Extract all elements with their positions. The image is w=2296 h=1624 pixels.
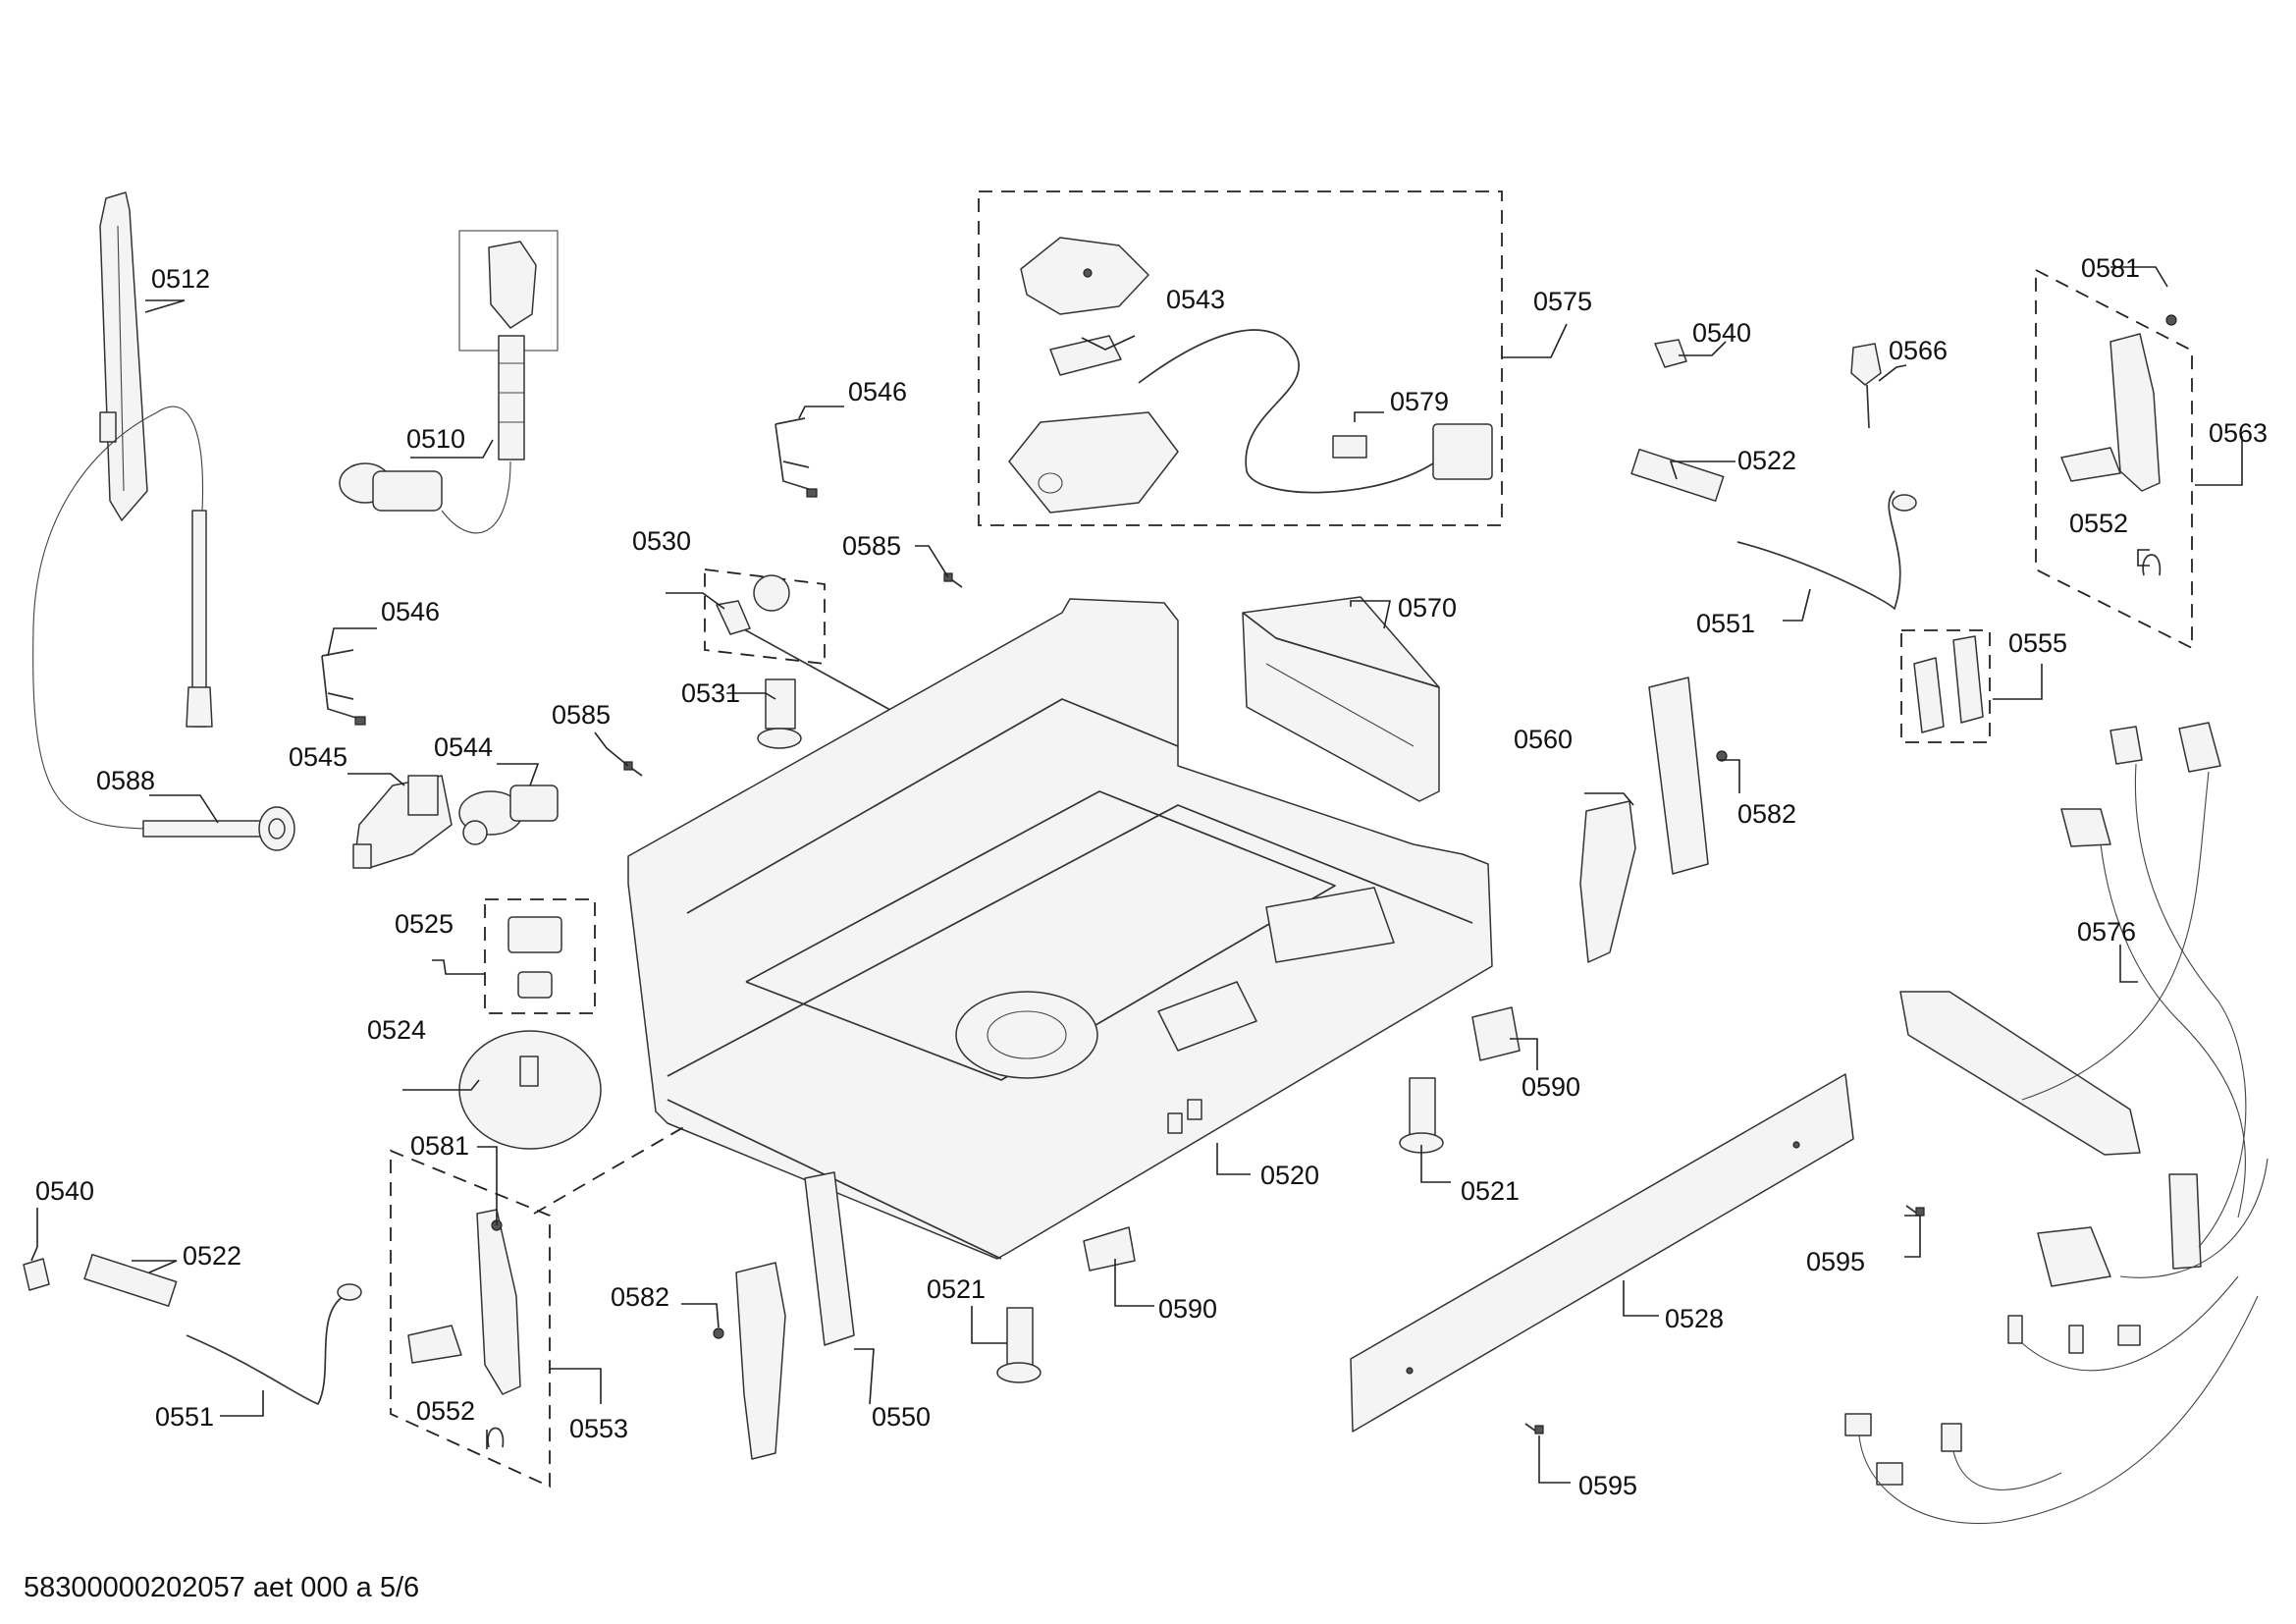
part-0560 [1579, 677, 1709, 963]
label-0510: 0510 [406, 424, 465, 454]
part-0552-right [2142, 554, 2162, 576]
part-0550 [735, 1171, 855, 1460]
part-0544 [458, 785, 559, 845]
label-0566: 0566 [1889, 336, 1948, 365]
label-0563: 0563 [2209, 418, 2268, 448]
group-box-0555 [1900, 629, 1991, 743]
label-0551-right: 0551 [1696, 609, 1755, 638]
part-0590-left [1083, 1226, 1136, 1272]
group-box-0525 [484, 898, 596, 1014]
drawing-reference-footer: 58300000202057 aet 000 a 5/6 [24, 1572, 419, 1603]
part-0563 [2060, 333, 2161, 492]
label-0543: 0543 [1166, 285, 1225, 314]
part-0540-right [1654, 339, 1687, 368]
part-0551-left [186, 1283, 362, 1405]
part-0546-clip-a [774, 417, 818, 498]
label-0590-right: 0590 [1522, 1072, 1580, 1102]
part-0525 [507, 916, 562, 999]
label-0540-left: 0540 [35, 1176, 94, 1206]
part-0553 [407, 1209, 521, 1395]
label-0545: 0545 [289, 742, 347, 772]
leader-lines [30, 266, 2243, 1484]
part-0520-base [627, 598, 1493, 1260]
label-0546-left: 0546 [381, 597, 440, 626]
hose-loop [32, 406, 204, 830]
part-0566 [1850, 343, 1882, 429]
label-0553: 0553 [569, 1414, 628, 1443]
part-0551-right [1736, 490, 1917, 610]
label-0550: 0550 [872, 1402, 931, 1432]
label-0581-right: 0581 [2081, 253, 2140, 283]
label-0590-left: 0590 [1158, 1294, 1217, 1324]
label-0560: 0560 [1514, 725, 1573, 754]
group-box-0530 [704, 568, 826, 666]
label-0585-top: 0585 [842, 531, 901, 561]
part-0582-left [713, 1327, 724, 1339]
part-0555 [1913, 635, 1984, 733]
label-0588: 0588 [96, 766, 155, 795]
group-box-0553 [390, 1149, 551, 1489]
label-0551-left: 0551 [155, 1402, 214, 1432]
label-0552-left: 0552 [416, 1396, 475, 1426]
part-labels: 0512 0510 0546 0546 0588 0545 0544 0585 … [35, 253, 2268, 1500]
part-0531-foot [757, 678, 802, 749]
label-0595-left: 0595 [1578, 1471, 1637, 1500]
part-0543-cover [1008, 237, 1179, 514]
part-0579-cable [1138, 329, 1493, 494]
group-box-0575 [978, 190, 1503, 526]
part-0552-left [487, 1427, 505, 1448]
label-0585-left: 0585 [552, 700, 611, 730]
part-0522-right [1630, 448, 1725, 502]
label-0576: 0576 [2077, 917, 2136, 947]
label-0555: 0555 [2008, 628, 2067, 658]
label-0579: 0579 [1390, 387, 1449, 416]
part-0546-clip-b [321, 649, 366, 726]
label-0521-right: 0521 [1461, 1176, 1520, 1206]
label-0595-right: 0595 [1806, 1247, 1865, 1276]
label-0520: 0520 [1260, 1161, 1319, 1190]
label-0522-right: 0522 [1737, 446, 1796, 475]
relation-dash-line [533, 1124, 688, 1215]
part-0521-foot-right [1399, 1077, 1444, 1154]
part-0510 [339, 241, 537, 534]
part-0576-harness [1844, 722, 2269, 1524]
part-0524-disc [458, 1030, 602, 1150]
label-0575: 0575 [1533, 287, 1592, 316]
label-0582-left: 0582 [611, 1282, 669, 1312]
label-0528: 0528 [1665, 1304, 1724, 1333]
label-0512: 0512 [151, 264, 210, 294]
label-0546-top: 0546 [848, 377, 907, 406]
label-0581-left: 0581 [410, 1131, 469, 1161]
label-0521-left: 0521 [927, 1274, 986, 1304]
part-0521-foot-left [996, 1307, 1041, 1383]
label-0552-right: 0552 [2069, 509, 2128, 538]
part-0545 [352, 775, 453, 869]
part-0581-right [2165, 314, 2177, 326]
part-0522-left [83, 1253, 178, 1307]
label-0540-right: 0540 [1692, 318, 1751, 348]
label-0524: 0524 [367, 1015, 426, 1045]
label-0522-left: 0522 [183, 1241, 241, 1271]
part-0588-tube [142, 806, 295, 851]
part-0512-rod [99, 191, 213, 728]
label-0544: 0544 [434, 732, 493, 762]
part-0595-screw-b [1524, 1423, 1544, 1435]
label-0525: 0525 [395, 909, 454, 939]
label-0530: 0530 [632, 526, 691, 556]
label-0531: 0531 [681, 678, 740, 708]
part-0540-left [23, 1258, 50, 1291]
label-0582-right: 0582 [1737, 799, 1796, 829]
label-0570: 0570 [1398, 593, 1457, 623]
part-0528-panel [1350, 1073, 1854, 1433]
group-box-0563 [2035, 268, 2193, 650]
part-0582-right [1716, 750, 1728, 762]
part-0570-module [1242, 596, 1440, 802]
part-0595-screw-a [1905, 1205, 1925, 1217]
part-0590-right [1471, 1006, 1521, 1061]
